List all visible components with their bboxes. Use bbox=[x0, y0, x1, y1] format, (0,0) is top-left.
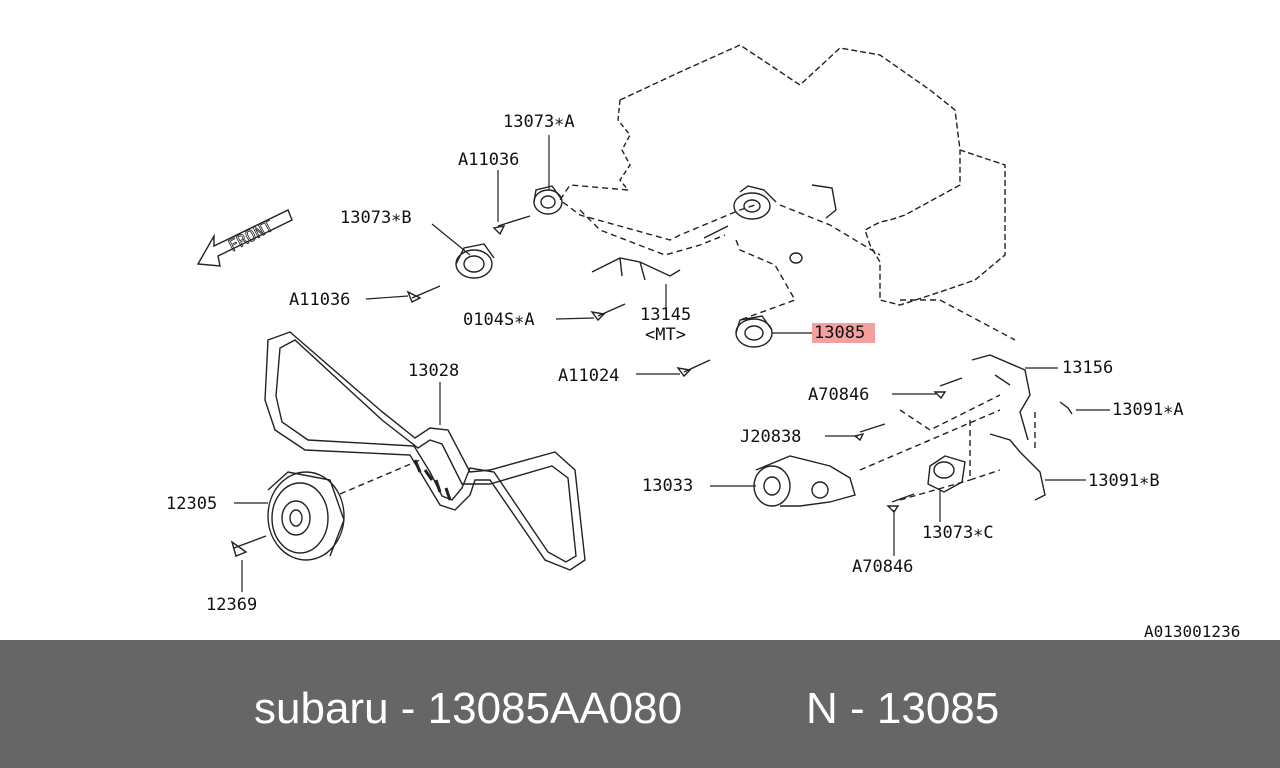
label-13085-highlighted[interactable]: 13085 bbox=[812, 323, 876, 343]
bolt-j20838 bbox=[853, 423, 886, 442]
label-a11036-top: A11036 bbox=[458, 150, 520, 170]
label-13156: 13156 bbox=[1062, 358, 1114, 378]
idler-13073c bbox=[927, 455, 966, 493]
label-a70846-top: A70846 bbox=[808, 385, 870, 405]
bracket-13145 bbox=[591, 257, 681, 281]
tensioner-pulley-13085 bbox=[735, 315, 773, 348]
label-0104s: 0104S∗A bbox=[463, 310, 535, 330]
bolt-a11024 bbox=[676, 359, 711, 378]
idler-pulley-13073b bbox=[455, 243, 495, 279]
bracket-13091b bbox=[989, 433, 1046, 501]
label-13028: 13028 bbox=[408, 361, 460, 381]
reference-code: A013001236 bbox=[1144, 622, 1241, 641]
front-arrow-icon bbox=[196, 209, 293, 267]
label-13091b: 13091∗B bbox=[1088, 471, 1160, 491]
label-13073b: 13073∗B bbox=[340, 208, 412, 228]
bolt-a70846-top bbox=[933, 377, 963, 400]
parts-diagram: FRONT 13073∗A A11036 13073∗B A11036 0104… bbox=[166, 44, 1241, 641]
label-a11036-left: A11036 bbox=[289, 290, 351, 310]
label-mt: <MT> bbox=[645, 325, 686, 345]
engine-block-outline bbox=[619, 44, 1006, 306]
timing-belt-13028 bbox=[264, 331, 586, 571]
leader-lines bbox=[234, 135, 1110, 592]
idler-pulley-13073a bbox=[533, 185, 563, 215]
cam-pulleys bbox=[703, 184, 837, 321]
footer-bar: subaru - 13085AA080 N - 13085 bbox=[0, 640, 1280, 768]
bolt-a70846-bot bbox=[886, 493, 915, 514]
clip-13091a bbox=[1059, 401, 1073, 415]
bracket-13156 bbox=[971, 354, 1031, 441]
label-12369: 12369 bbox=[206, 595, 258, 615]
crank-pulley-12305 bbox=[267, 471, 345, 561]
label-a11024: A11024 bbox=[558, 366, 620, 386]
bolt-a11036-top bbox=[492, 215, 531, 236]
label-13091a: 13091∗A bbox=[1112, 400, 1184, 420]
bolt-12369 bbox=[230, 535, 267, 557]
label-a70846-bot: A70846 bbox=[852, 557, 914, 577]
label-13073a: 13073∗A bbox=[503, 112, 575, 132]
front-label: FRONT bbox=[225, 216, 277, 256]
part-number-text: subaru - 13085AA080 bbox=[254, 684, 683, 733]
reference-number-text: N - 13085 bbox=[806, 684, 1000, 733]
label-13073c: 13073∗C bbox=[922, 523, 994, 543]
bolt-0104s bbox=[590, 303, 626, 322]
label-j20838: J20838 bbox=[740, 427, 802, 447]
diagram-drawing: FRONT bbox=[196, 44, 1110, 592]
label-13145: 13145 bbox=[640, 305, 692, 325]
bolt-a11036-left bbox=[406, 285, 441, 303]
tensioner-13033 bbox=[753, 455, 856, 507]
label-13033: 13033 bbox=[642, 476, 694, 496]
label-12305: 12305 bbox=[166, 494, 218, 514]
